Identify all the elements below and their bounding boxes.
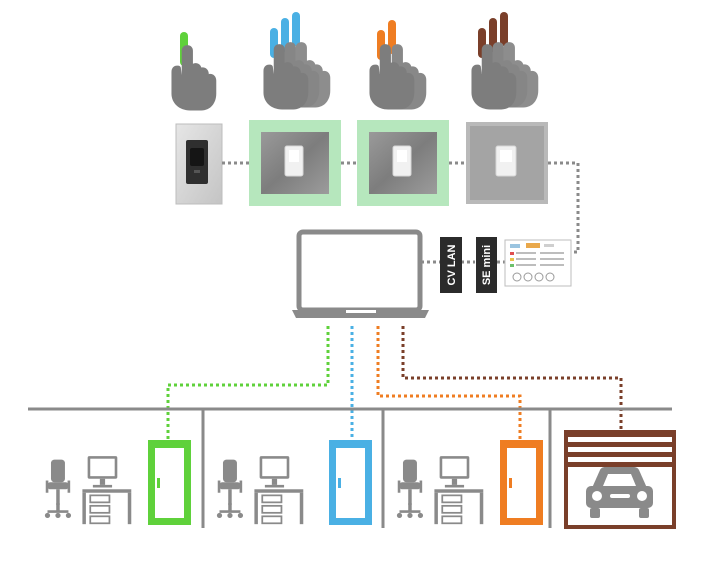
- route-orange: [376, 326, 522, 440]
- device-bus-connector: [222, 161, 580, 254]
- route-green: [166, 326, 330, 440]
- office-room-2: [216, 440, 372, 525]
- desk-workstation-icon: [44, 456, 132, 525]
- door-blue: [329, 440, 372, 525]
- rocker-switch-icon: [249, 120, 341, 206]
- garage: [564, 430, 676, 529]
- rocker-switch-icon: [466, 122, 548, 204]
- office-room-3: [396, 440, 543, 525]
- hand-one-finger-icon: [171, 32, 217, 111]
- module-label-se-mini: SE mini: [481, 245, 493, 285]
- hand-two-fingers-icon: [369, 20, 427, 110]
- desk-workstation-icon: [396, 456, 484, 525]
- garage-door: [564, 430, 676, 529]
- office-room-1: [44, 440, 191, 525]
- laptop-icon: [292, 229, 429, 318]
- hand-three-fingers-icon: [263, 12, 331, 110]
- door-green: [148, 440, 191, 525]
- door-orange: [500, 440, 543, 525]
- software-screen-icon: [504, 239, 572, 287]
- fingerprint-reader-icon: [175, 123, 223, 205]
- cv-lan-module: CV LAN: [440, 237, 462, 293]
- building-outline: [28, 407, 672, 528]
- se-mini-module: SE mini: [476, 237, 497, 293]
- route-brown: [401, 326, 623, 432]
- car-icon: [586, 467, 653, 518]
- desk-workstation-icon: [216, 456, 304, 525]
- module-label-cv-lan: CV LAN: [446, 244, 458, 285]
- hand-three-fingers-icon: [471, 12, 539, 110]
- rocker-switch-icon: [357, 120, 449, 206]
